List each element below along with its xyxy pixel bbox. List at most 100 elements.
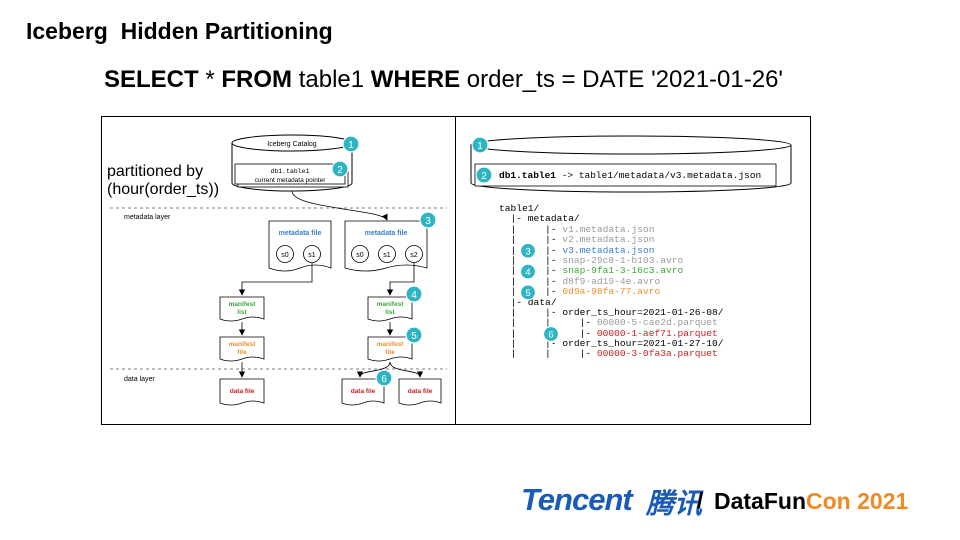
snapshot-old-s0-label: s0 <box>281 252 289 259</box>
tencent-logo-text: Tencent <box>521 482 633 517</box>
datafuncon-logo: DataFunCon 2021 <box>714 488 908 515</box>
manifest-list-new-label-2: list <box>385 309 395 316</box>
file-tree-prefix: | |- order_ts_hour=2021-01-26-08/ <box>499 306 724 318</box>
snapshot-new-s1 <box>378 245 396 263</box>
file-tree-prefix: | | |- <box>499 327 597 339</box>
svg-text:2: 2 <box>337 165 343 176</box>
catalog-pointer-diagram: db1.table1 -> table1/metadata/v3.metadat… <box>470 135 792 193</box>
metadata-file-old-label: metadata file <box>279 230 322 237</box>
file-tree-prefix: | |- order_ts_hour=2021-01-27-10/ <box>499 338 724 350</box>
sql-star: * <box>198 66 222 93</box>
file-tree-prefix: | |- <box>499 254 563 266</box>
sql-table: table1 <box>292 66 371 93</box>
step-marker-1: 1 <box>342 135 360 153</box>
catalog-pointer-code: db1.table1 <box>499 170 556 181</box>
step-marker-6: 6 <box>375 369 393 387</box>
sql-query: SELECT * FROM table1 WHERE order_ts = DA… <box>104 66 783 94</box>
file-tree-file-name: d8f9-ad19-4e.avro <box>562 275 661 287</box>
file-tree-panel: db1.table1 -> table1/metadata/v3.metadat… <box>455 116 811 425</box>
sql-keyword-where: WHERE <box>370 66 461 93</box>
file-tree-prefix: | |- <box>499 244 563 256</box>
file-tree-file-name: 00000-1-aef71.parquet <box>596 327 718 339</box>
architecture-diagram: Iceberg Catalog db1.table1 current metad… <box>110 134 447 406</box>
file-tree-row: |- data/ <box>499 296 724 308</box>
partitioned-by-line-1: partitioned by <box>107 163 204 180</box>
partitioned-by-line-2: (hour(order_ts)) <box>107 181 220 198</box>
data-layer-label: data layer <box>124 376 155 383</box>
data-file-new-b-label: data file <box>408 388 433 395</box>
svg-text:1: 1 <box>348 140 354 151</box>
slide-title: Iceberg Hidden Partitioning <box>26 18 333 44</box>
file-tree-prefix: | |- <box>499 265 563 277</box>
svg-text:2: 2 <box>481 171 487 182</box>
file-tree-prefix: | |- <box>499 275 563 287</box>
svg-text:3: 3 <box>425 216 431 227</box>
catalog-pointer-target: -> table1/metadata/v3.metadata.json <box>556 170 761 181</box>
manifest-list-old <box>219 296 265 322</box>
step-marker-4: 4 <box>405 285 423 303</box>
svg-text:5: 5 <box>411 331 417 342</box>
manifest-file-new <box>367 336 413 362</box>
manifest-list-new-label-1: manifest <box>377 301 405 308</box>
tencent-logo-cn: 腾讯 <box>646 488 703 519</box>
manifest-list-old-label-2: list <box>237 309 247 316</box>
file-tree-row: | |- order_ts_hour=2021-01-26-08/ <box>499 306 724 318</box>
svg-text:1: 1 <box>477 141 483 152</box>
datafun-text: DataFun <box>714 488 806 514</box>
architecture-diagram-panel: Iceberg Catalog db1.table1 current metad… <box>101 116 456 425</box>
file-tree-prefix: |- metadata/ <box>499 213 580 225</box>
file-tree-file-name: v1.metadata.json <box>562 223 655 235</box>
file-tree-file-name: 00000-3-0fa3a.parquet <box>596 348 718 360</box>
file-tree-prefix: | |- <box>499 234 563 246</box>
sql-keyword-select: SELECT <box>104 66 199 93</box>
step-marker-2: 2 <box>331 160 349 178</box>
svg-text:6: 6 <box>381 374 387 385</box>
file-tree-row: | |- snap-9fa1-3-16c3.avro <box>499 266 724 276</box>
file-tree-row: |- metadata/ <box>499 214 724 224</box>
file-tree-row: | |- snap-29c8-1-b103.avro <box>499 254 724 266</box>
snapshot-old-s1-label: s1 <box>308 252 316 259</box>
partitioned-by-label: partitioned by(hour(order_ts)) <box>107 163 219 199</box>
pointer-marker-2: 2 <box>475 166 493 184</box>
step-marker-5: 5 <box>405 326 423 344</box>
file-tree-file-name: v2.metadata.json <box>562 234 655 246</box>
file-tree-prefix: | |- <box>499 286 563 298</box>
sql-keyword-from: FROM <box>221 66 293 93</box>
file-tree-file-name: snap-9fa1-3-16c3.avro <box>562 265 684 277</box>
footer-slash: / <box>697 488 704 513</box>
s2-to-manifest-list-arrow <box>386 263 415 296</box>
file-tree-row: | |- v1.metadata.json <box>499 223 724 235</box>
step-marker-3: 3 <box>419 211 437 229</box>
data-file-old <box>219 378 265 406</box>
snapshot-new-s2-label: s2 <box>410 252 418 259</box>
file-tree-prefix: | | |- <box>499 348 597 360</box>
manifest-file-to-data-arrow-a <box>356 361 391 378</box>
s1-to-manifest-list-arrow <box>238 263 313 296</box>
snapshot-old-s1 <box>303 245 321 263</box>
catalog-label: Iceberg Catalog <box>267 141 317 148</box>
manifest-file-new-label-2: file <box>385 349 395 356</box>
manifest-list-new <box>367 296 413 322</box>
pointer-marker-1: 1 <box>471 136 489 154</box>
manifest-file-old <box>219 336 265 362</box>
year-text: 2021 <box>850 488 909 514</box>
file-tree-row: | |- v3.metadata.json <box>499 244 724 256</box>
file-tree-prefix: | |- <box>499 223 563 235</box>
snapshot-new-s2 <box>405 245 423 263</box>
snapshot-new-s0 <box>351 245 369 263</box>
catalog-entry-code: db1.table1 <box>270 168 309 175</box>
data-file-new-a <box>341 378 385 406</box>
file-tree-row: | |- order_ts_hour=2021-01-27-10/ <box>499 338 724 350</box>
file-tree-row: | |- v2.metadata.json <box>499 234 724 246</box>
file-tree-prefix: |- data/ <box>499 296 557 308</box>
file-tree-file-name: 00000-5-cae2d.parquet <box>596 317 718 329</box>
manifest-list-old-label-1: manifest <box>229 301 257 308</box>
file-tree-row: | |- 0d9a-98fa-77.avro <box>499 286 724 298</box>
file-tree-row: | | |- 00000-5-cae2d.parquet <box>499 318 724 328</box>
data-file-new-a-label: data file <box>351 388 376 395</box>
metadata-file-new-label: metadata file <box>365 230 408 237</box>
snapshot-new-s1-label: s1 <box>383 252 391 259</box>
catalog-pointer-text: db1.table1 -> table1/metadata/v3.metadat… <box>499 170 761 181</box>
file-tree-file-name: 0d9a-98fa-77.avro <box>562 286 661 298</box>
svg-text:4: 4 <box>411 290 417 301</box>
